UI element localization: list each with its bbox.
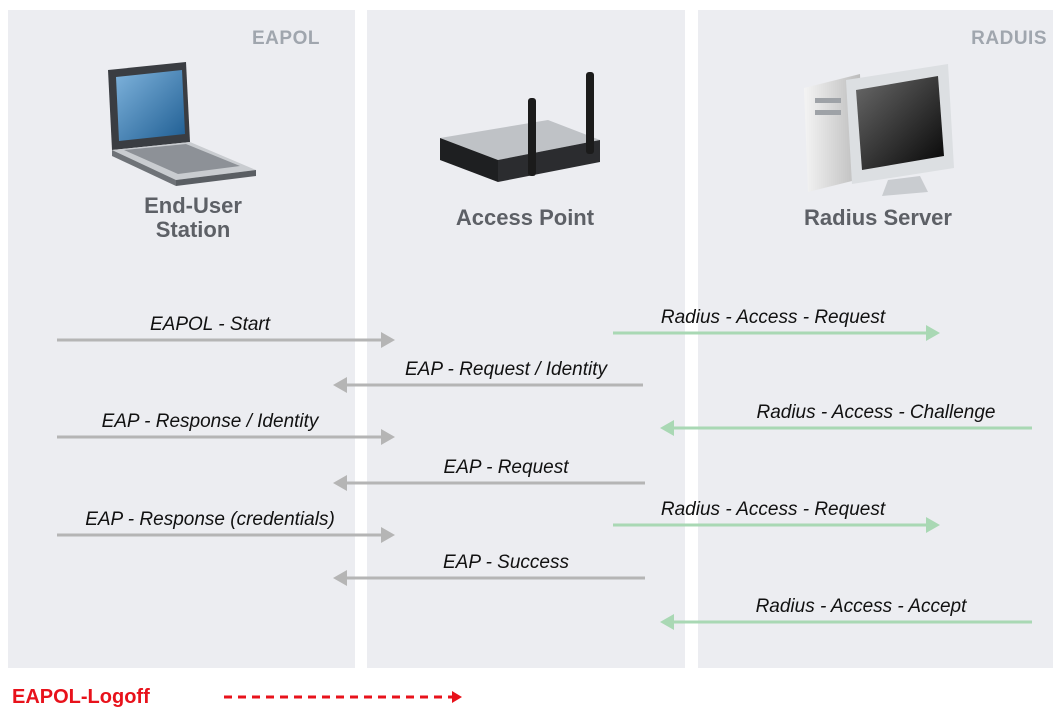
message-label: EAP - Request: [444, 457, 570, 478]
message-label: EAP - Response (credentials): [85, 509, 335, 530]
message-label: EAP - Response / Identity: [102, 411, 320, 432]
message-arrow-head: [660, 614, 674, 630]
message-label: Radius - Access - Challenge: [756, 402, 995, 423]
message-arrow-head: [926, 325, 940, 341]
message-arrow-head: [333, 377, 347, 393]
message-arrow-head: [333, 570, 347, 586]
station-label-line1: End-User: [144, 193, 242, 218]
message-label: Radius - Access - Accept: [756, 596, 968, 617]
eapol-tag: EAPOL: [252, 28, 320, 49]
access-point-label: Access Point: [455, 205, 595, 230]
server-computer-icon: [804, 64, 954, 196]
message-label: EAP - Success: [443, 552, 570, 573]
access-point-panel: [367, 10, 685, 668]
message-label: Radius - Access - Request: [661, 307, 886, 328]
message-arrow-head: [660, 420, 674, 436]
message-arrow-head: [381, 332, 395, 348]
station-label: End-User Station: [98, 194, 288, 242]
logoff-arrow: [224, 691, 462, 703]
message-arrow-head: [381, 527, 395, 543]
laptop-icon: [108, 62, 256, 186]
message-arrow-head: [333, 475, 347, 491]
eapol-logoff-label: EAPOL-Logoff: [12, 686, 150, 708]
message-label: Radius - Access - Request: [661, 499, 886, 520]
radius-server-label: Radius Server: [804, 205, 952, 230]
message-label: EAP - Request / Identity: [405, 359, 609, 380]
radius-tag: RADUIS: [971, 28, 1047, 49]
message-arrow-head: [381, 429, 395, 445]
message-arrow-head: [926, 517, 940, 533]
router-icon: [440, 72, 600, 182]
message-label: EAPOL - Start: [150, 314, 271, 335]
station-label-line2: Station: [155, 217, 231, 242]
